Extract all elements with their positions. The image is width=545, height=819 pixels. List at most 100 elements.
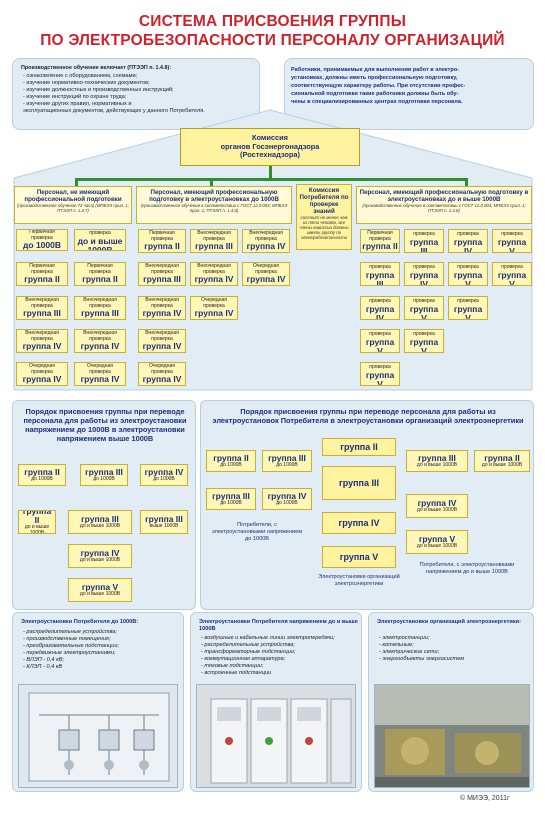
- bottom-item: - преобразовательные подстанции;: [23, 643, 120, 649]
- bottom-item: - коммутационная аппаратура;: [201, 656, 286, 662]
- bottom-item: - тяговые подстанции;: [201, 663, 264, 669]
- section3-heading: Порядок присвоения группы при переводе п…: [212, 407, 524, 425]
- category-no-training: Персонал, не имеющий профессиональной по…: [14, 186, 132, 224]
- intro-right-line: установках, должны иметь профессиональну…: [291, 75, 458, 81]
- intro-right-line: соответствующую характеру работы. При от…: [291, 83, 466, 89]
- switchgear-image: [196, 684, 356, 788]
- bottom-item: - электрические сети;: [379, 649, 440, 655]
- bottom-item: - воздушные и кабельные линии электропер…: [201, 635, 335, 641]
- wiring-diagram-image: [18, 684, 178, 788]
- commission-box: Комиссия органов Госэнергонадзора (Росте…: [180, 128, 360, 166]
- connector-arrow: [210, 178, 213, 186]
- intro-left-item: - ознакомление с оборудованием, схемами;: [23, 73, 138, 79]
- intro-left-item: эксплуатационных документов, действующих…: [23, 108, 205, 114]
- bottom-item: - энергообъекты энергосистем: [379, 656, 465, 662]
- category-consumer-commission: Комиссия Потребителя по проверке знаний …: [296, 184, 352, 250]
- connector-arrow: [75, 178, 468, 181]
- bottom-item: - передвижные электроустановки;: [23, 650, 116, 656]
- bottom-heading: Электроустановки организаций электроэнер…: [377, 619, 521, 625]
- page-title-line1: СИСТЕМА ПРИСВОЕНИЯ ГРУППЫ: [138, 13, 407, 30]
- group-box: группа V: [322, 546, 396, 568]
- power-plant-image: [374, 684, 530, 788]
- intro-left-item: - изучение инструкций по охране труда;: [23, 94, 127, 100]
- intro-left-heading: Производственное обучение включает (ПТЭЭ…: [21, 65, 172, 71]
- category-training-upto-1000: Персонал, имеющий профессиональную подго…: [136, 186, 292, 224]
- intro-left-panel: Производственное обучение включает (ПТЭЭ…: [12, 58, 260, 130]
- bottom-item: - КЛЭП - 0,4 кВ: [23, 664, 63, 670]
- intro-left-item: - изучение других правил, нормативных и: [23, 101, 132, 107]
- section2-panel: Порядок присвоения группы при переводе п…: [12, 400, 196, 610]
- bottom-item: - распределительные устройства;: [201, 642, 295, 648]
- bottom-item: - котельные;: [379, 642, 414, 648]
- intro-right-line: сиональной подготовки такие работники до…: [291, 91, 459, 97]
- bottom-item: - производственные помещения;: [23, 636, 111, 642]
- group-box: группа II: [322, 438, 396, 456]
- bottom-heading: Электроустановки Потребителя до 1000В:: [21, 619, 139, 625]
- group-box: группа III: [322, 466, 396, 500]
- bottom-item: - трансформаторные подстанции;: [201, 649, 296, 655]
- intro-right-line: Работники, принимаемые для выполнения ра…: [291, 67, 460, 73]
- section3-note-center: Электроустановки организаций электроэнер…: [318, 574, 400, 587]
- intro-left-item: - изучение должностных и производственны…: [23, 87, 174, 93]
- connector-arrow: [75, 178, 78, 186]
- copyright: © МИЭЭ, 2011г: [460, 795, 510, 802]
- intro-right-line: чены в специализированных центрах подгот…: [291, 99, 463, 105]
- bottom-item: - встроенные подстанции: [201, 670, 272, 676]
- intro-left-item: - изучение нормативно-технических докуме…: [23, 80, 150, 86]
- connector-arrow: [269, 166, 272, 180]
- page-title-line2: ПО ЭЛЕКТРОБЕЗОПАСНОСТИ ПЕРСОНАЛУ ОРГАНИЗ…: [40, 32, 505, 49]
- bottom-item: - распределительные устройства;: [23, 629, 117, 635]
- section3-note-right: Потребители, с электроустановками напряж…: [419, 562, 515, 575]
- connector-arrow: [465, 178, 468, 186]
- bottom-heading: Электроустановки Потребителя напряжением…: [199, 619, 358, 632]
- intro-right-panel: Работники, принимаемые для выполнения ра…: [284, 58, 534, 130]
- bottom-item: - электростанции;: [379, 635, 430, 641]
- section2-heading: Порядок присвоения группы при переводе п…: [23, 407, 187, 443]
- bottom-item: - ВЛЭП - 0,4 кВ;: [23, 657, 65, 663]
